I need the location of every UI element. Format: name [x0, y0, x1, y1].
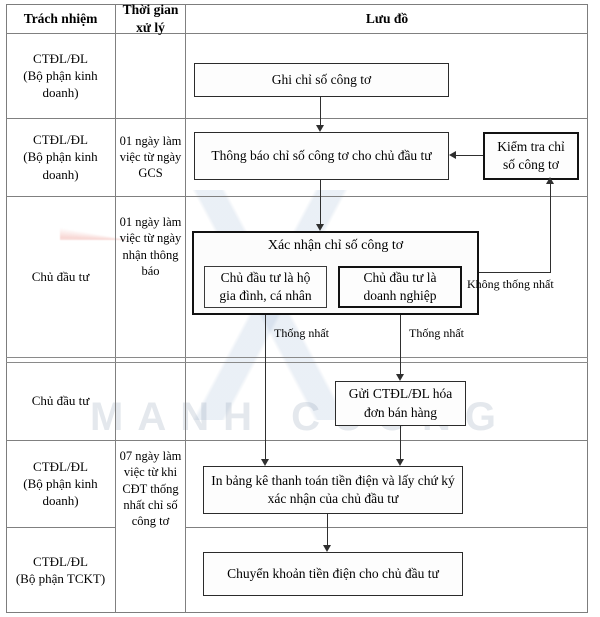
column-divider-2 — [185, 4, 186, 613]
row-divider-4 — [6, 440, 588, 441]
header-flowchart: Lưu đồ — [365, 10, 409, 26]
node-notify-owner[interactable]: Thông báo chỉ số công tơ cho chủ đầu tư — [194, 132, 449, 180]
label-agree-right: Thống nhất — [409, 326, 464, 340]
row-divider-1 — [6, 118, 588, 119]
cell-responsibility-4: Chủ đầu tư — [31, 393, 90, 409]
column-divider-1 — [115, 4, 116, 613]
connector-1-2 — [320, 97, 322, 127]
connector-household-print — [265, 315, 267, 462]
arrowhead-household-print — [261, 459, 269, 466]
connector-check-notify — [455, 155, 483, 157]
node-print-statement[interactable]: In bảng kê thanh toán tiền điện và lấy c… — [203, 466, 463, 514]
table-border — [6, 4, 588, 613]
node-record-meter[interactable]: Ghi chỉ số công tơ — [194, 63, 449, 97]
connector-enterprise-invoice — [400, 315, 402, 377]
header-responsibility: Trách nhiệm — [23, 10, 98, 26]
node-transfer-payment[interactable]: Chuyển khoản tiền điện cho chủ đầu tư — [203, 552, 463, 596]
cell-time-2: 01 ngày làm việc từ ngày GCS — [119, 133, 182, 181]
row-divider-5-left — [6, 527, 115, 528]
label-agree-left: Thống nhất — [274, 326, 329, 340]
group-confirm-title: Xác nhận chỉ số công tơ — [267, 238, 404, 253]
section-divider-top — [6, 357, 588, 358]
node-owner-household[interactable]: Chủ đầu tư là hộ gia đình, cá nhân — [204, 266, 327, 308]
cell-responsibility-1: CTĐL/ĐL (Bộ phận kinh doanh) — [23, 50, 98, 101]
row-divider-5-right — [185, 527, 588, 528]
cell-responsibility-5: CTĐL/ĐL (Bộ phận kinh doanh) — [23, 458, 98, 509]
node-owner-enterprise[interactable]: Chủ đầu tư là doanh nghiệp — [338, 266, 462, 308]
connector-disagree-h — [479, 272, 551, 274]
row-divider-2 — [6, 196, 588, 197]
cell-responsibility-2: CTĐL/ĐL (Bộ phận kinh doanh) — [23, 132, 98, 182]
connector-disagree-v — [550, 182, 552, 273]
node-check-meter[interactable]: Kiểm tra chỉ số công tơ — [483, 132, 579, 180]
connector-print-transfer — [327, 514, 329, 548]
arrowhead-invoice-print — [396, 459, 404, 466]
connector-invoice-print — [400, 426, 402, 462]
cell-responsibility-6: CTĐL/ĐL (Bộ phận TCKT) — [15, 553, 106, 586]
arrowhead-disagree — [546, 177, 554, 184]
arrowhead-check-notify — [449, 151, 456, 159]
label-disagree: Không thống nhất — [467, 277, 554, 291]
cell-time-5: 07 ngày làm việc từ khi CĐT thống nhất c… — [119, 449, 182, 528]
connector-2-group — [320, 180, 322, 227]
arrowhead-1-2 — [316, 125, 324, 132]
section-divider-bottom — [6, 362, 588, 363]
header-divider — [6, 33, 588, 34]
arrowhead-print-transfer — [323, 545, 331, 552]
arrowhead-enterprise-invoice — [396, 374, 404, 381]
node-send-invoice[interactable]: Gửi CTĐL/ĐL hóa đơn bán hàng — [335, 381, 466, 426]
header-processing-time: Thời gian xử lý — [122, 1, 179, 35]
cell-responsibility-3: Chủ đầu tư — [31, 268, 90, 284]
arrowhead-2-group — [316, 224, 324, 231]
cell-time-3: 01 ngày làm việc từ ngày nhận thông báo — [119, 215, 182, 278]
